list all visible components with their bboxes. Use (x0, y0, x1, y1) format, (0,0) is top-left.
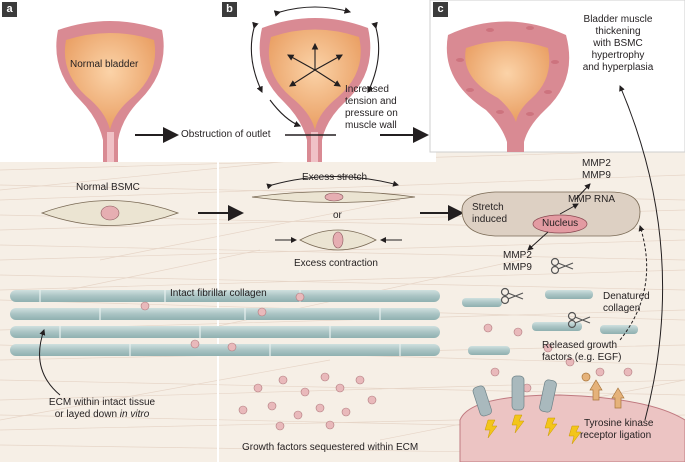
ecm-note-line-1: ECM within intact tissue (48, 397, 156, 408)
growth-factor-dots (140, 292, 633, 431)
normal-bladder-shape (56, 21, 164, 162)
normal-bladder-label: Normal bladder (70, 59, 139, 70)
intact-collagen-fibrils (10, 290, 440, 356)
mmp-bottom-label-line-1: MMP2 (503, 250, 532, 261)
ecm-note-text: or layed down (54, 409, 118, 420)
scissors-icon (500, 257, 591, 329)
obstruction-label: Obstruction of outlet (181, 129, 271, 140)
tyrosine-label-line-2: receptor ligation (580, 430, 652, 441)
thickening-label-line-4: hypertrophy (591, 50, 645, 61)
dashed-arrow (619, 225, 648, 341)
ecm-pointer-arrow (39, 329, 61, 396)
denatured-collagen-label-line-2: collagen (603, 303, 641, 314)
stretched-cell (251, 176, 416, 203)
thickening-label-line-5: and hyperplasia (582, 62, 654, 73)
denatured-collagen-fragments (462, 290, 638, 355)
released-gf-label-line-1: Released growth (542, 340, 618, 351)
gf-sequestered-label: Growth factors sequestered within ECM (242, 442, 419, 453)
released-gf-label-line-2: factors (e.g. EGF) (542, 352, 622, 363)
ecm-note-italic: in vitro (119, 409, 150, 420)
panel-label-b: b (222, 2, 237, 17)
tension-label-line-2: tension and (345, 96, 397, 107)
pressurised-bladder-shape (250, 6, 380, 162)
mmp-bottom-label-line-2: MMP9 (503, 262, 532, 273)
contracted-cell (275, 229, 402, 251)
ecm-note-line-2: or layed down in vitro (32, 409, 172, 421)
mmp-rna-label: MMP RNA (568, 194, 616, 205)
denatured-collagen-label-line-1: Denatured (603, 291, 650, 302)
stretch-induced-label-line-2: induced (472, 214, 508, 225)
tension-label-line-1: Increased (345, 84, 389, 95)
normal-bsmc-label: Normal BSMC (76, 182, 140, 193)
tension-label-line-3: pressure on (345, 108, 398, 119)
panel-label-a: a (2, 2, 17, 17)
thickening-label-line-2: thickening (595, 26, 641, 37)
tension-label-line-4: muscle wall (345, 120, 397, 131)
mmp-top-label-line-2: MMP9 (582, 170, 611, 181)
nucleus-label: Nucleus (542, 218, 579, 229)
panel-label-c: c (433, 2, 448, 17)
stretch-induced-cell (461, 183, 641, 251)
tyrosine-label-line-1: Tyrosine kinase (584, 418, 654, 429)
excess-contraction-label: Excess contraction (294, 258, 378, 269)
excess-stretch-label: Excess stretch (302, 172, 368, 183)
intact-collagen-label: Intact fibrillar collagen (170, 288, 267, 299)
flow-arrows (135, 127, 464, 221)
feedback-arrow (619, 85, 664, 421)
mmp-top-label-line-1: MMP2 (582, 158, 611, 169)
or-label: or (333, 210, 342, 221)
stretch-induced-label-line-1: Stretch (472, 202, 504, 213)
normal-bsmc-cell (40, 200, 180, 226)
thickening-label-line-1: Bladder muscle (583, 14, 653, 25)
thickened-bladder-shape (446, 21, 570, 152)
cell-membrane-receptor-region (459, 372, 685, 462)
thickening-label-line-3: with BSMC (593, 38, 643, 49)
